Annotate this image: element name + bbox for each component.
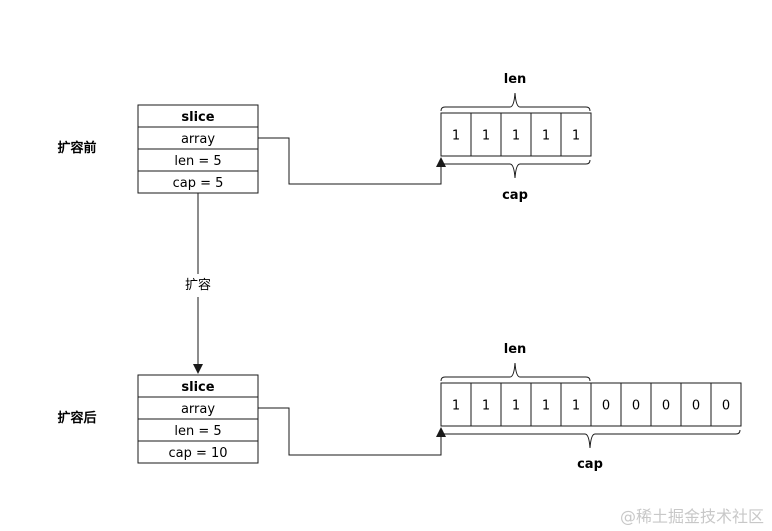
after-array-cell-value: 0 xyxy=(692,399,700,414)
before-struct-header: slice xyxy=(181,110,214,125)
before-array-cell-value: 1 xyxy=(512,129,520,144)
before-label: 扩容前 xyxy=(57,140,96,156)
before-field-array: array xyxy=(181,132,215,147)
after-array-cell: 1 xyxy=(440,382,472,427)
after-array-cell: 0 xyxy=(590,382,622,427)
after-struct-header: slice xyxy=(181,380,214,395)
after-array-cell: 0 xyxy=(650,382,682,427)
before-len-brace xyxy=(440,92,591,112)
after-array-pointer-arrow xyxy=(258,407,446,456)
after-cap-brace xyxy=(440,429,741,449)
after-len-brace xyxy=(440,362,591,382)
after-array-cell-value: 1 xyxy=(452,399,460,414)
after-array-cell: 0 xyxy=(710,382,742,427)
before-array-cell-value: 1 xyxy=(452,129,460,144)
after-array-cell: 1 xyxy=(560,382,592,427)
after-array-cell: 0 xyxy=(680,382,712,427)
before-array-cell: 1 xyxy=(560,112,592,157)
before-array-cell-value: 1 xyxy=(572,129,580,144)
after-array-cell: 1 xyxy=(470,382,502,427)
before-cap-label: cap xyxy=(502,188,528,203)
after-array-cell: 0 xyxy=(620,382,652,427)
after-field-len: len = 5 xyxy=(174,424,221,439)
before-array-cell: 1 xyxy=(530,112,562,157)
before-len-label: len xyxy=(504,72,527,87)
before-cap-brace xyxy=(440,159,591,179)
before-backing-array: 1 1 1 1 1 xyxy=(440,112,592,157)
after-array-cell-value: 0 xyxy=(662,399,670,414)
after-slice-struct: slice array len = 5 cap = 10 xyxy=(137,374,259,464)
after-array-cell-value: 1 xyxy=(542,399,550,414)
before-field-len: len = 5 xyxy=(174,154,221,169)
after-array-cell: 1 xyxy=(530,382,562,427)
after-array-cell-value: 0 xyxy=(722,399,730,414)
grow-label: 扩容 xyxy=(185,277,211,293)
after-label: 扩容后 xyxy=(57,410,96,426)
after-array-cell-value: 1 xyxy=(482,399,490,414)
before-array-cell-value: 1 xyxy=(482,129,490,144)
before-field-cap: cap = 5 xyxy=(173,176,224,191)
after-array-cell-value: 0 xyxy=(632,399,640,414)
before-array-cell: 1 xyxy=(500,112,532,157)
watermark: @稀土掘金技术社区 xyxy=(620,507,764,526)
after-len-label: len xyxy=(504,342,527,357)
after-cap-label: cap xyxy=(577,457,603,472)
before-array-cell: 1 xyxy=(470,112,502,157)
before-array-pointer-arrow xyxy=(258,137,446,185)
after-array-cell-value: 0 xyxy=(602,399,610,414)
after-backing-array: 1 1 1 1 1 0 0 0 0 0 xyxy=(440,382,742,427)
after-array-cell: 1 xyxy=(500,382,532,427)
before-array-cell-value: 1 xyxy=(542,129,550,144)
after-field-array: array xyxy=(181,402,215,417)
before-slice-struct: slice array len = 5 cap = 5 xyxy=(137,104,259,194)
after-array-cell-value: 1 xyxy=(572,399,580,414)
after-array-cell-value: 1 xyxy=(512,399,520,414)
after-field-cap: cap = 10 xyxy=(168,446,227,461)
before-array-cell: 1 xyxy=(440,112,472,157)
